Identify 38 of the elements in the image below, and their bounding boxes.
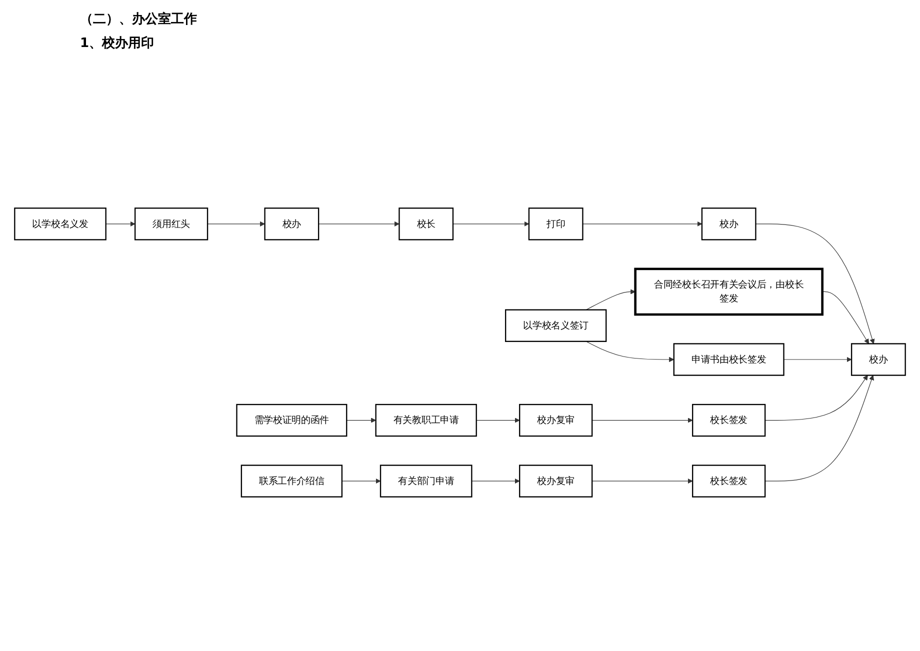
arrow: [471, 478, 520, 484]
node-box: 校办: [264, 208, 320, 240]
arrow: [764, 375, 868, 421]
node-box: 校办: [850, 343, 906, 376]
arrow: [586, 341, 674, 362]
node-box: 需学校证明的函件: [236, 404, 348, 437]
arrow: [106, 221, 136, 226]
node-box: 申请书由校长签发: [673, 343, 784, 376]
node-box: 校办复审: [519, 404, 593, 437]
node-box: 以学校名义发: [14, 208, 106, 240]
node-box: 有关教职工申请: [375, 404, 477, 437]
arrow: [783, 356, 852, 362]
node-box: 以学校名义签订: [505, 309, 607, 342]
node-box: 合同经校长召开有关会议后，由校长签发: [634, 268, 824, 316]
arrow: [755, 224, 875, 344]
arrow: [346, 418, 376, 423]
node-box: 校办复审: [519, 464, 593, 498]
arrow: [318, 221, 400, 226]
node-box: 校长签发: [692, 464, 766, 498]
arrow: [764, 375, 874, 482]
node-box: 校长签发: [692, 404, 766, 437]
arrow: [592, 478, 693, 484]
node-box: 校办: [701, 208, 756, 240]
arrow: [342, 478, 381, 484]
arrow: [582, 221, 702, 226]
arrow: [822, 291, 870, 344]
node-box: 须用红头: [134, 208, 208, 240]
node-box: 联系工作介绍信: [240, 464, 343, 498]
arrow: [592, 418, 693, 423]
subheading: 1、校办用印: [80, 35, 154, 52]
arrow: [452, 221, 530, 226]
arrow: [586, 289, 636, 310]
arrow: [207, 221, 266, 226]
node-box: 有关部门申请: [380, 464, 472, 498]
node-box: 校长: [398, 208, 454, 240]
node-box: 打印: [528, 208, 584, 240]
arrow: [476, 418, 520, 423]
heading: （二）、办公室工作: [80, 10, 197, 28]
